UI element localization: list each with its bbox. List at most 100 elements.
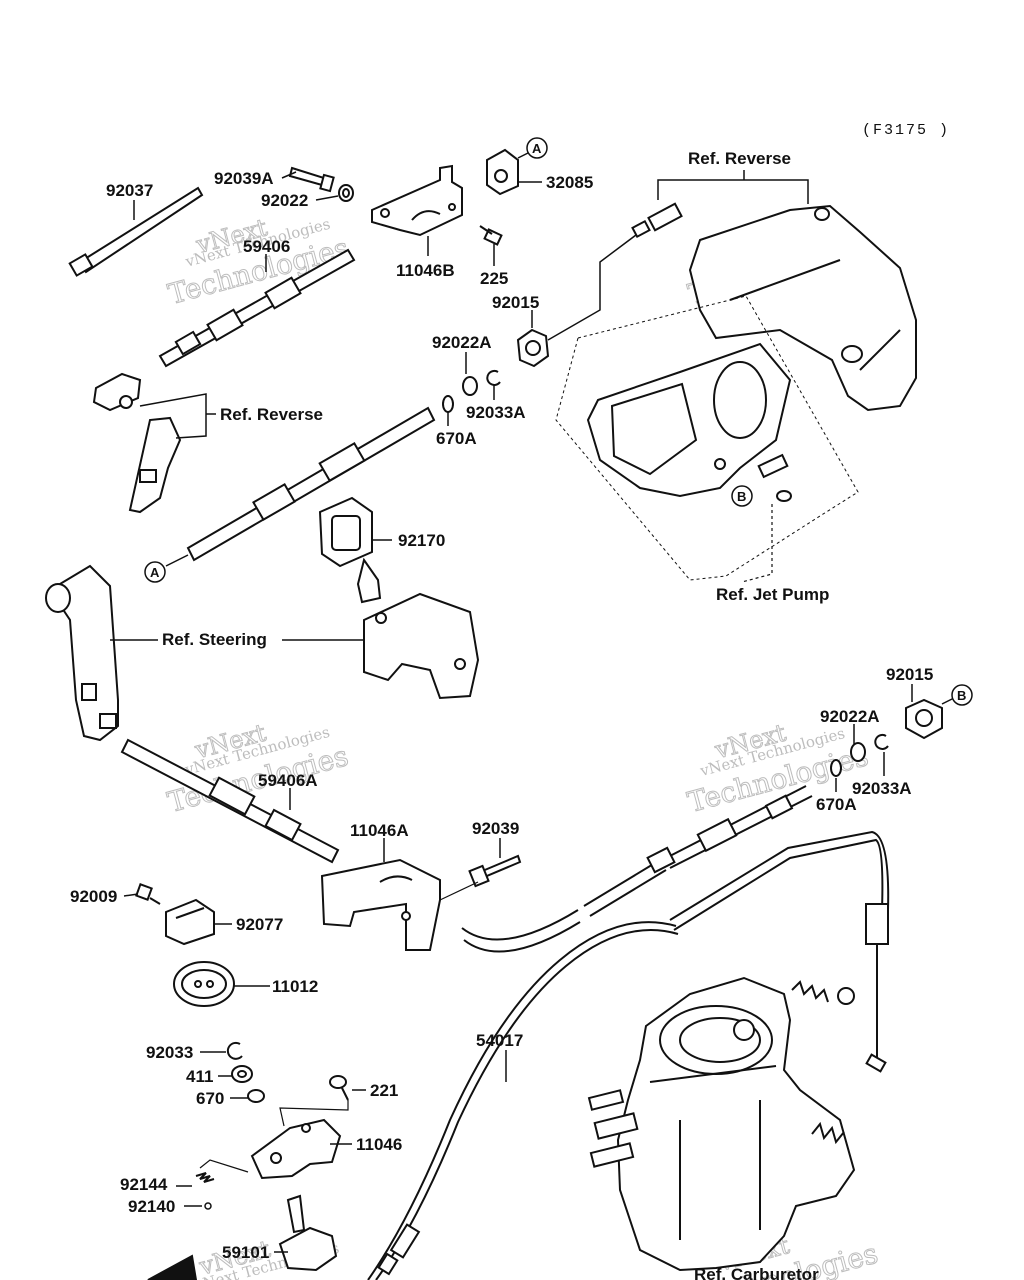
jet-pump-fitting xyxy=(757,453,792,502)
bolt-92039A xyxy=(288,166,335,193)
label-670: 670 xyxy=(196,1089,224,1108)
label-92015a: 92015 xyxy=(492,293,539,312)
steering-clamp xyxy=(363,592,480,700)
label-ref-carburetor: Ref. Carburetor xyxy=(694,1265,819,1280)
cable-to-a xyxy=(186,406,436,562)
label-32085: 32085 xyxy=(546,173,593,192)
label-92039: 92039 xyxy=(472,819,519,838)
washer-670Ab xyxy=(830,759,842,777)
label-92170: 92170 xyxy=(398,531,445,550)
label-92077: 92077 xyxy=(236,915,283,934)
cable-59406 xyxy=(158,248,356,368)
jet-pump-dashed-outline xyxy=(555,295,859,581)
knob-92077 xyxy=(165,898,215,946)
diagram-code: (F3175 ) xyxy=(862,122,950,139)
label-670Aa: 670A xyxy=(436,429,477,448)
svg-text:B: B xyxy=(957,688,966,703)
label-59406: 59406 xyxy=(243,237,290,256)
label-11046A: 11046A xyxy=(350,821,409,840)
label-92009: 92009 xyxy=(70,887,117,906)
guide-92170 xyxy=(318,496,382,604)
nut-92015a xyxy=(516,328,550,368)
grommet-11012 xyxy=(173,961,235,1007)
carburetor xyxy=(587,976,856,1272)
leader-ref-jet-pump xyxy=(741,504,773,583)
reverse-pivot-bolt xyxy=(631,202,683,239)
screw-221 xyxy=(329,1075,349,1101)
svg-text:B: B xyxy=(737,489,746,504)
throttle-cable-fittings xyxy=(377,1223,421,1276)
cable-59406A xyxy=(120,738,340,864)
label-59406A: 59406A xyxy=(258,771,318,790)
throttle-cable-54017 xyxy=(367,921,679,1280)
reverse-bucket xyxy=(688,204,917,412)
bolt-225 xyxy=(479,225,503,246)
label-670Ab: 670A xyxy=(816,795,857,814)
label-ref-reverse-left: Ref. Reverse xyxy=(220,405,323,424)
clip-92033Ab xyxy=(874,733,889,750)
leader-92144-lever xyxy=(199,1159,249,1173)
washer-92022Ab xyxy=(850,742,866,762)
cable-tie-92037 xyxy=(68,186,204,277)
washer-670 xyxy=(247,1089,265,1103)
clip-92033 xyxy=(226,1041,243,1060)
leader-ref-reverse-left xyxy=(139,393,207,439)
label-221: 221 xyxy=(370,1081,398,1100)
label-54017: 54017 xyxy=(476,1031,523,1050)
washer-92022 xyxy=(338,184,354,202)
leader-ref-reverse-top xyxy=(657,179,809,204)
label-92015b: 92015 xyxy=(886,665,933,684)
switch-59101 xyxy=(278,1194,338,1272)
reverse-bracket-left xyxy=(92,372,182,514)
leader-92039A xyxy=(281,171,297,179)
label-92037: 92037 xyxy=(106,181,153,200)
lever-11046 xyxy=(250,1118,342,1180)
washer-411 xyxy=(231,1065,253,1083)
label-92022Aa: 92022A xyxy=(432,333,492,352)
washer-670Aa xyxy=(442,395,454,413)
label-ref-jet-pump: Ref. Jet Pump xyxy=(716,585,829,604)
label-92033Ab: 92033A xyxy=(852,779,912,798)
label-225: 225 xyxy=(480,269,508,288)
switch-housing-partial xyxy=(147,1254,198,1280)
nut-32085 xyxy=(486,148,519,196)
jet-pump xyxy=(586,342,792,498)
label-ref-reverse-top: Ref. Reverse xyxy=(688,149,791,168)
bolt-92039 xyxy=(468,854,522,888)
label-ref-steering: Ref. Steering xyxy=(162,630,267,649)
label-11012: 11012 xyxy=(272,977,318,996)
marker-a-top: A xyxy=(517,137,548,159)
leader-92015a-to-reverse xyxy=(547,231,641,341)
marker-a-cable: A xyxy=(144,554,189,583)
marker-b-pump: B xyxy=(731,485,753,507)
svg-text:A: A xyxy=(150,565,160,580)
label-92039A: 92039A xyxy=(214,169,274,188)
clip-92033Aa xyxy=(486,369,501,386)
bracket-11046B xyxy=(371,164,463,237)
leader-92039-bracket xyxy=(439,881,479,901)
marker-b-right: B xyxy=(941,684,973,706)
label-92033Aa: 92033A xyxy=(466,403,526,422)
steering-arm xyxy=(45,564,119,742)
label-92022: 92022 xyxy=(261,191,308,210)
label-11046B: 11046B xyxy=(396,261,455,280)
nut-92015b xyxy=(905,698,943,740)
label-92140: 92140 xyxy=(128,1197,175,1216)
ball-92140 xyxy=(204,1202,212,1210)
carburetor-springs xyxy=(791,980,855,1145)
label-11046: 11046 xyxy=(356,1135,402,1154)
label-92033: 92033 xyxy=(146,1043,193,1062)
label-92022Ab: 92022A xyxy=(820,707,880,726)
svg-text:A: A xyxy=(532,141,542,156)
leader-221-bracket xyxy=(279,1100,349,1127)
washer-92022Aa xyxy=(462,376,478,396)
label-59101: 59101 xyxy=(222,1243,269,1262)
bracket-11046A xyxy=(320,858,441,951)
label-411: 411 xyxy=(186,1067,213,1086)
label-92144: 92144 xyxy=(120,1175,168,1194)
leader-92009 xyxy=(123,893,139,897)
cable-lower-fittings xyxy=(646,794,889,1073)
leader-92022 xyxy=(315,195,339,201)
screw-92009 xyxy=(135,883,161,905)
